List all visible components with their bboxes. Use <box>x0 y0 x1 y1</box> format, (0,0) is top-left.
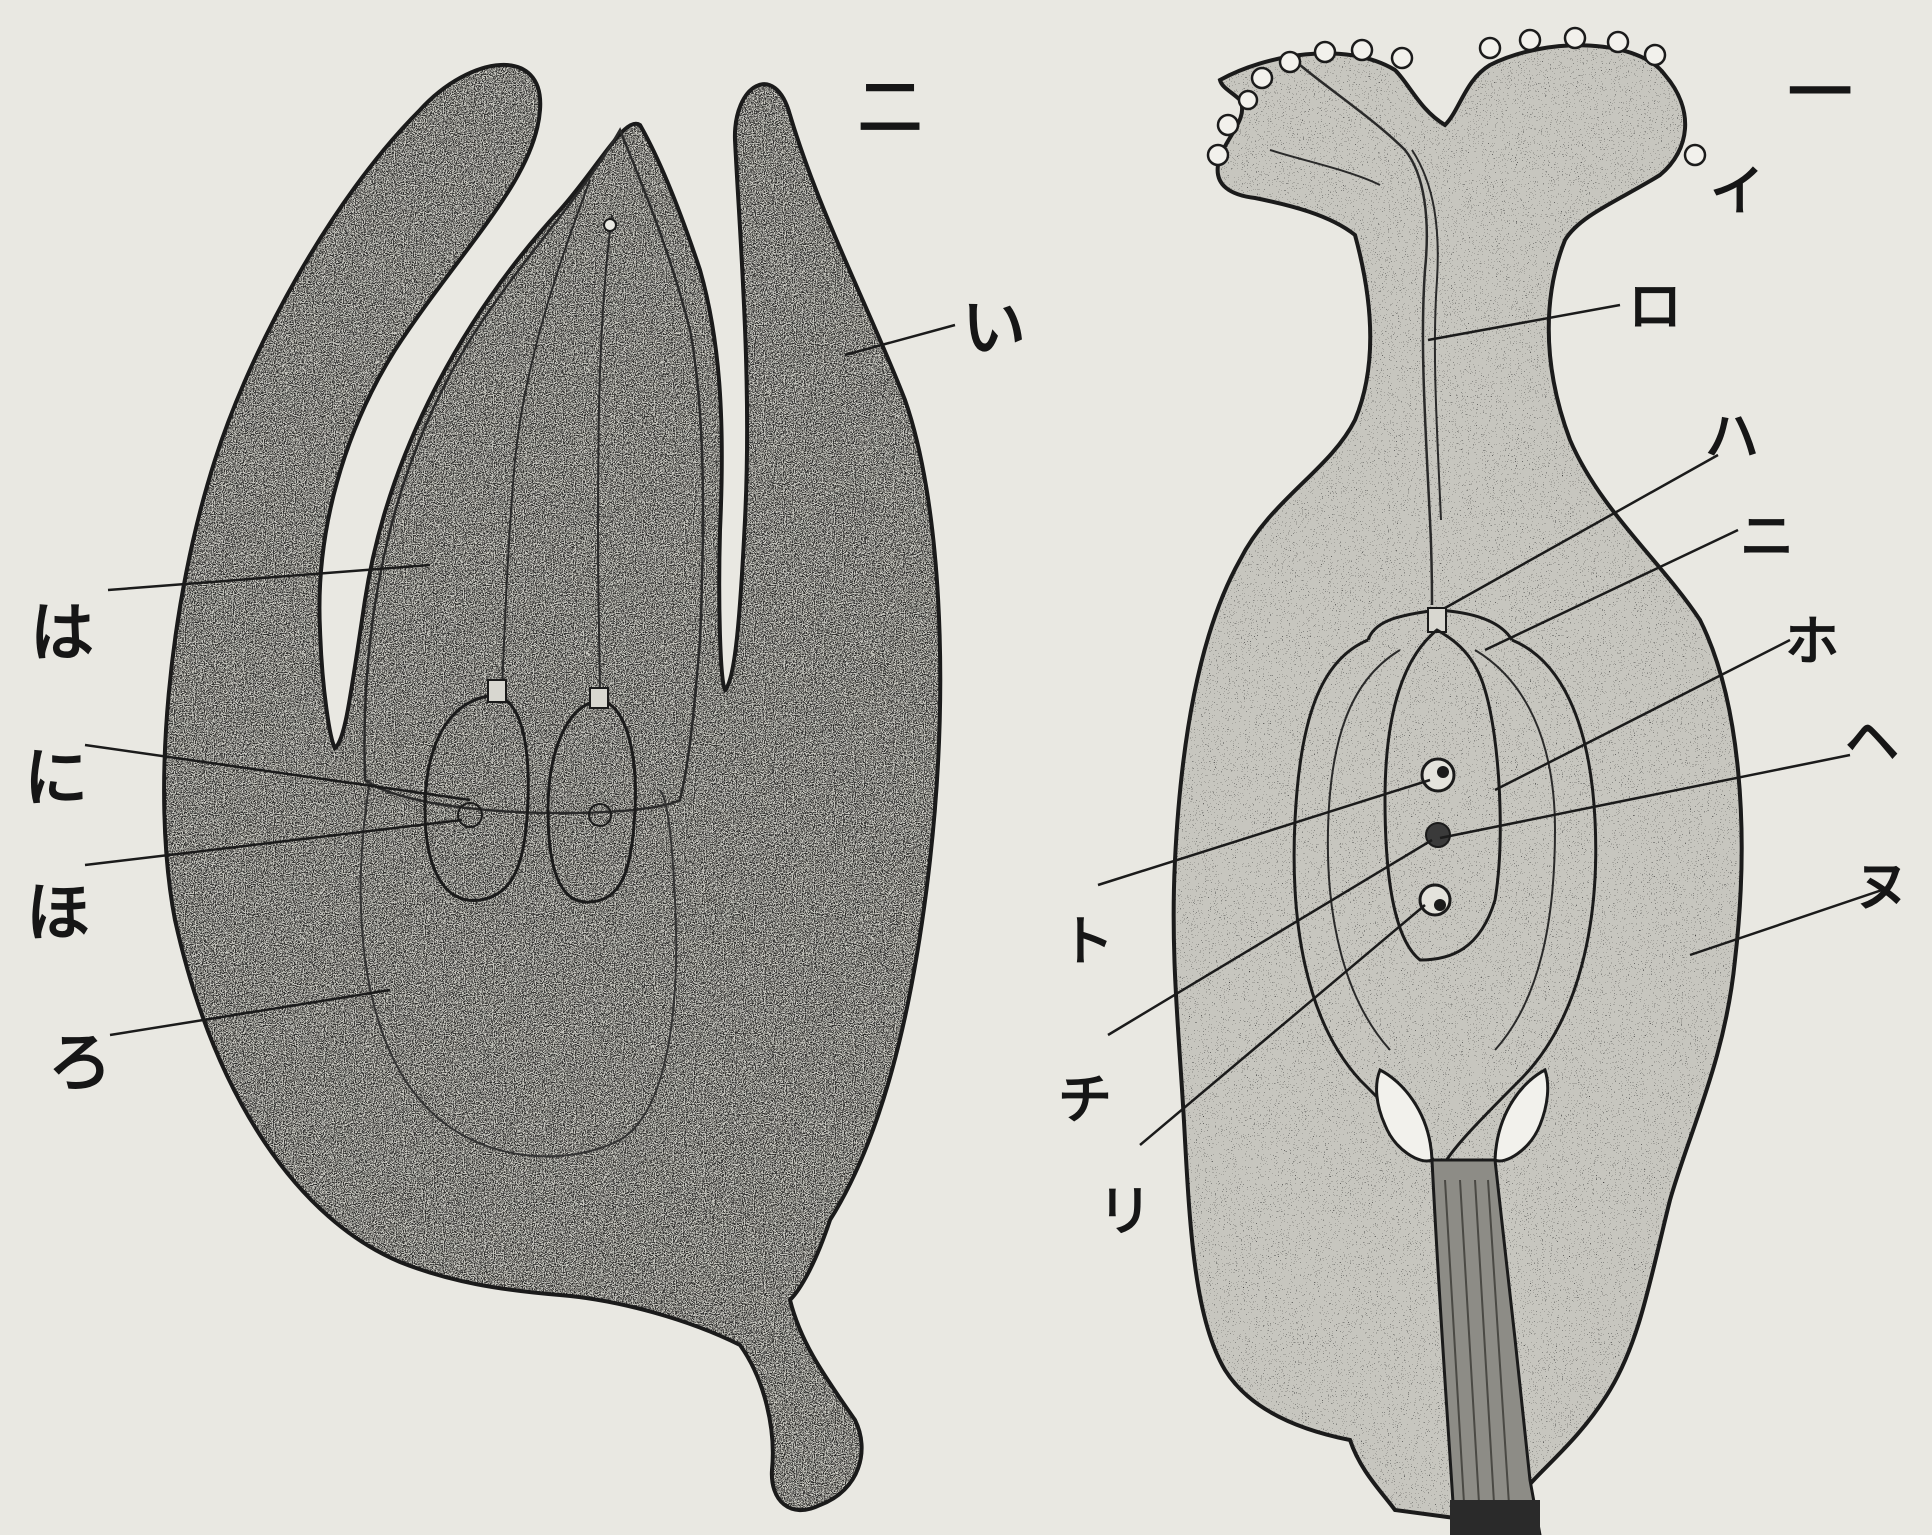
papilla <box>1239 91 1257 109</box>
figure-one-ovule-middle <box>1426 823 1450 847</box>
papilla <box>1218 115 1238 135</box>
figure-two-ovule-left-stalk <box>488 680 506 702</box>
papilla <box>1315 42 1335 62</box>
label-two-ho: ほ <box>26 876 90 951</box>
papilla <box>1685 145 1705 165</box>
figure-one-stem-cut <box>1450 1500 1540 1535</box>
figure-two-stigma-dot <box>604 219 616 231</box>
label-one-i: イ <box>1710 159 1764 223</box>
figure-one-number: 一 <box>1788 56 1852 131</box>
label-one-ho: ホ <box>1785 609 1839 673</box>
papilla <box>1392 48 1412 68</box>
papilla <box>1480 38 1500 58</box>
label-one-ha: ハ <box>1705 404 1759 468</box>
label-one-nu: ヌ <box>1855 854 1909 918</box>
label-one-to: ト <box>1060 909 1114 973</box>
papilla <box>1645 45 1665 65</box>
figure-one-ovule-top-inner <box>1437 766 1449 778</box>
papilla <box>1252 68 1272 88</box>
label-one-chi: チ <box>1058 1067 1112 1131</box>
papilla <box>1352 40 1372 60</box>
figure-one-ovule-bottom <box>1420 885 1450 915</box>
figure-two <box>85 65 955 1510</box>
figure-two-outer-body-texture <box>164 65 940 1510</box>
label-one-ri: リ <box>1098 1179 1152 1243</box>
papilla <box>1280 52 1300 72</box>
label-two-ha: は <box>30 596 94 671</box>
label-one-ro: ロ <box>1628 274 1682 338</box>
figure-two-number: 二 <box>858 71 922 146</box>
label-two-ni: に <box>24 741 88 816</box>
papilla <box>1608 32 1628 52</box>
label-one-ni: ニ <box>1740 504 1794 568</box>
papilla <box>1565 28 1585 48</box>
label-two-i: い <box>962 291 1026 366</box>
papilla <box>1208 145 1228 165</box>
label-two-ro: ろ <box>48 1026 112 1101</box>
figure-two-ovule-right-stalk <box>590 688 608 708</box>
label-one-he: ヘ <box>1845 709 1899 773</box>
papilla <box>1520 30 1540 50</box>
figure-one <box>1098 28 1888 1535</box>
figure-one-ovule-bottom-inner <box>1434 899 1446 911</box>
